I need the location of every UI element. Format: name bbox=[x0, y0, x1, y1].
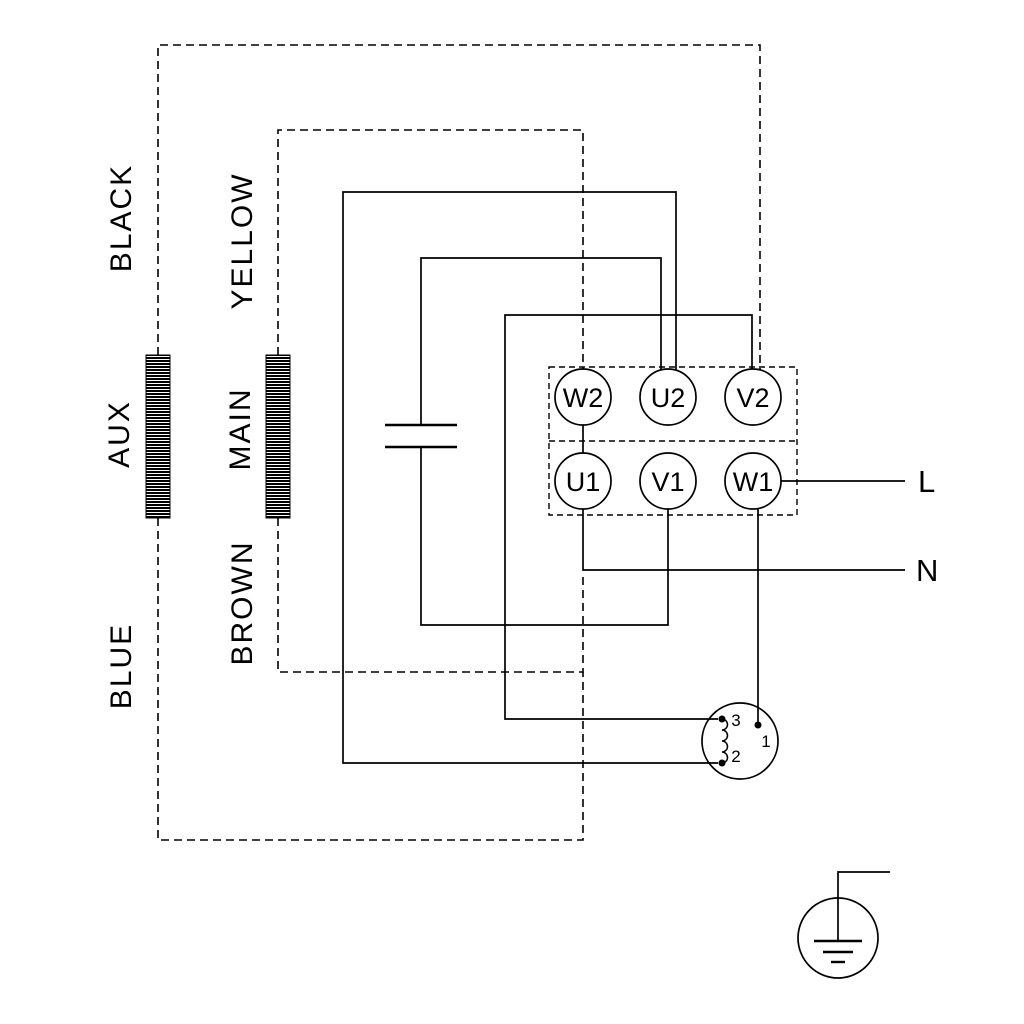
blue-wire bbox=[157, 518, 584, 841]
line-label: L bbox=[918, 464, 935, 499]
terminal-w2-label: W2 bbox=[563, 383, 604, 413]
yellow-wire bbox=[277, 129, 584, 369]
terminal-v2 bbox=[724, 368, 782, 426]
neutral-label: N bbox=[916, 553, 938, 588]
brown-wire bbox=[277, 518, 584, 673]
ground-connector bbox=[837, 871, 890, 942]
ground-symbol bbox=[797, 897, 879, 979]
terminal-w1 bbox=[724, 452, 782, 510]
wire-thermal-2-to-u2 bbox=[342, 191, 718, 764]
thermal-contact-dot-2 bbox=[718, 759, 726, 767]
terminal-block-outline bbox=[548, 366, 798, 516]
terminal-v1-label: V1 bbox=[651, 467, 684, 497]
wire-capacitor-to-v1 bbox=[420, 447, 669, 626]
thermal-heater-coil bbox=[721, 718, 729, 764]
wire-thermal-3-to-v2 bbox=[504, 314, 753, 720]
thermal-contact-dot-3 bbox=[718, 715, 726, 723]
wire-u1-to-neutral bbox=[582, 509, 905, 571]
aux-winding bbox=[145, 354, 171, 519]
main-winding-label: MAIN bbox=[224, 388, 257, 471]
yellow-wire-label: YELLOW bbox=[226, 172, 259, 309]
terminal-u1-label: U1 bbox=[566, 467, 601, 497]
thermal-contact-dot-1 bbox=[754, 721, 762, 729]
black-wire-label: BLACK bbox=[105, 164, 138, 272]
brown-wire-label: BROWN bbox=[226, 541, 259, 666]
terminal-v1 bbox=[639, 452, 697, 510]
thermal-contact-3-label: 3 bbox=[731, 711, 740, 730]
terminal-u2 bbox=[639, 368, 697, 426]
terminal-u1 bbox=[554, 452, 612, 510]
black-wire bbox=[157, 44, 761, 370]
thermal-protector bbox=[701, 702, 779, 780]
terminal-w2 bbox=[554, 368, 612, 426]
terminal-u2-label: U2 bbox=[651, 383, 686, 413]
terminal-w1-label: W1 bbox=[733, 467, 774, 497]
thermal-contact-2-label: 2 bbox=[731, 747, 740, 766]
aux-winding-label: AUX bbox=[103, 400, 136, 468]
wire-capacitor-to-u2 bbox=[420, 257, 662, 425]
main-winding bbox=[265, 354, 291, 519]
terminal-v2-label: V2 bbox=[736, 383, 769, 413]
thermal-contact-1-label: 1 bbox=[761, 732, 770, 751]
blue-wire-label: BLUE bbox=[105, 623, 138, 709]
